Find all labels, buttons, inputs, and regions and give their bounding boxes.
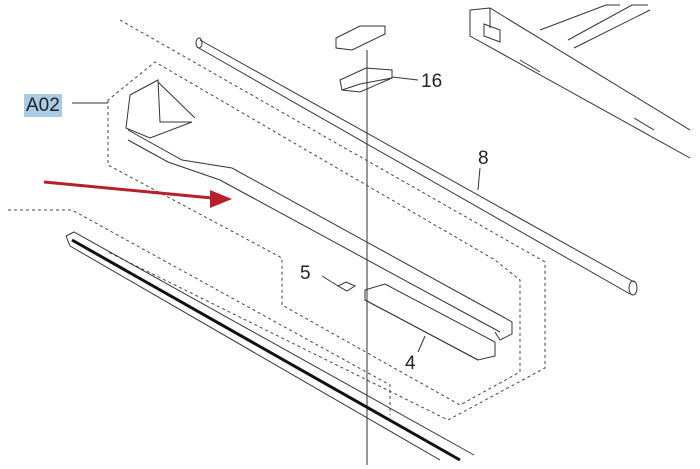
- clip-part-16: [335, 25, 393, 93]
- flat-cable-a02: [125, 79, 513, 341]
- frame-corner: [469, 4, 691, 159]
- outer-dashed-boundary: [107, 19, 546, 421]
- strip-part-4: [364, 283, 496, 361]
- red-arrow-icon: [43, 180, 232, 208]
- part-label-8: 8: [478, 148, 489, 169]
- leader-lines: [72, 76, 481, 353]
- assembly-dashed-outline: [107, 61, 521, 406]
- rod-part-8: [195, 37, 638, 296]
- slide-rail: [65, 231, 475, 462]
- left-dashed-boundary: [8, 209, 391, 415]
- assembly-label-a02: A02: [24, 94, 62, 117]
- part-label-4: 4: [405, 353, 416, 374]
- part-label-16: 16: [421, 71, 443, 92]
- part-label-5: 5: [300, 263, 311, 284]
- pad-part-5: [336, 281, 357, 292]
